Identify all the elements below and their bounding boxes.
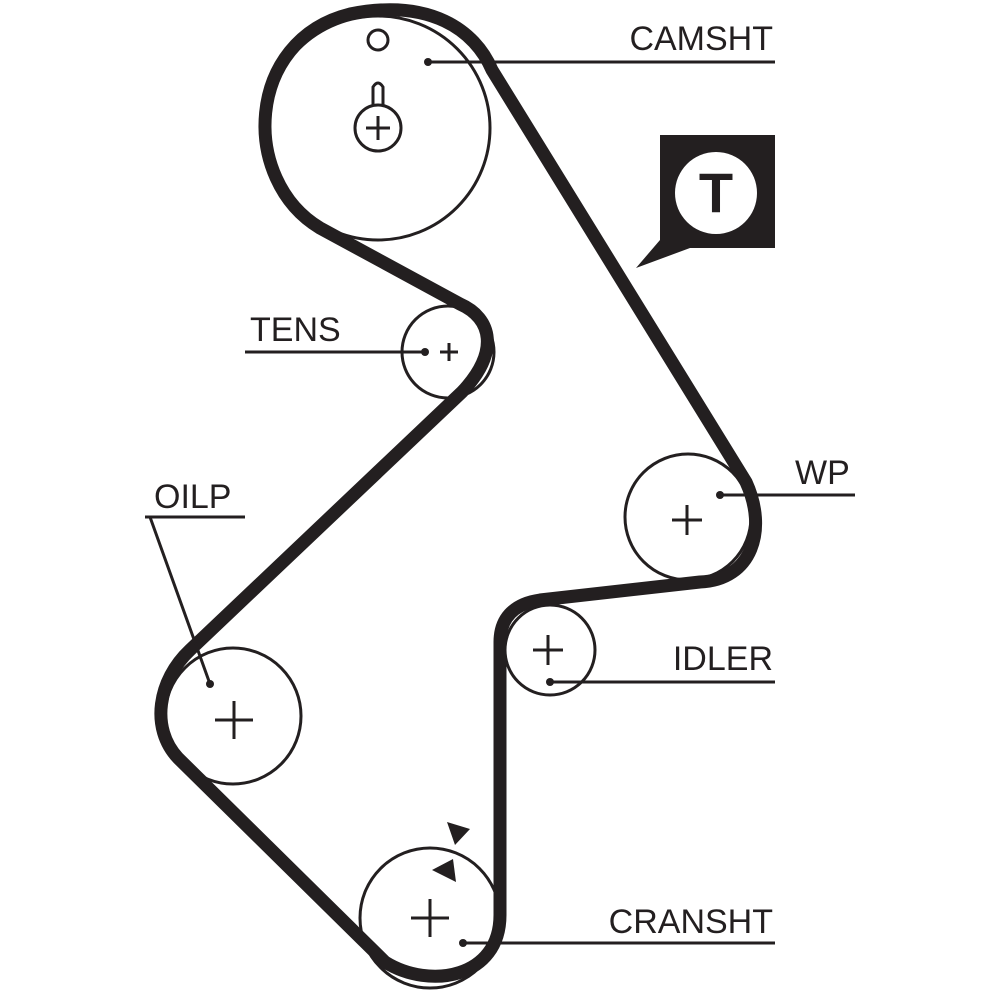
label-crankshaft: CRANSHT [609,903,773,941]
crankshaft-timing-arrow-top-icon [447,822,470,845]
tensioner-center-cross [440,343,458,361]
camshaft-bolt-icon [353,103,403,153]
label-idler: IDLER [673,640,773,678]
oil-pump-leader [145,515,245,685]
crankshaft-timing-arrow-bottom-icon [432,859,456,882]
label-water-pump: WP [795,454,850,492]
label-oil-pump: OILP [154,478,231,516]
idler-center-cross [533,635,563,665]
camshaft-center-cross [366,116,390,140]
label-tensioner: TENS [250,311,341,349]
water-pump-center-cross [672,505,702,535]
camshaft-timing-hole-icon [366,28,390,52]
crankshaft-center-cross [411,899,449,937]
label-camshaft: CAMSHT [629,20,773,58]
timing-belt [154,3,763,983]
oil-pump-center-cross [215,701,253,739]
badge-letter: T [699,161,733,224]
camshaft-key-mark [371,81,385,105]
